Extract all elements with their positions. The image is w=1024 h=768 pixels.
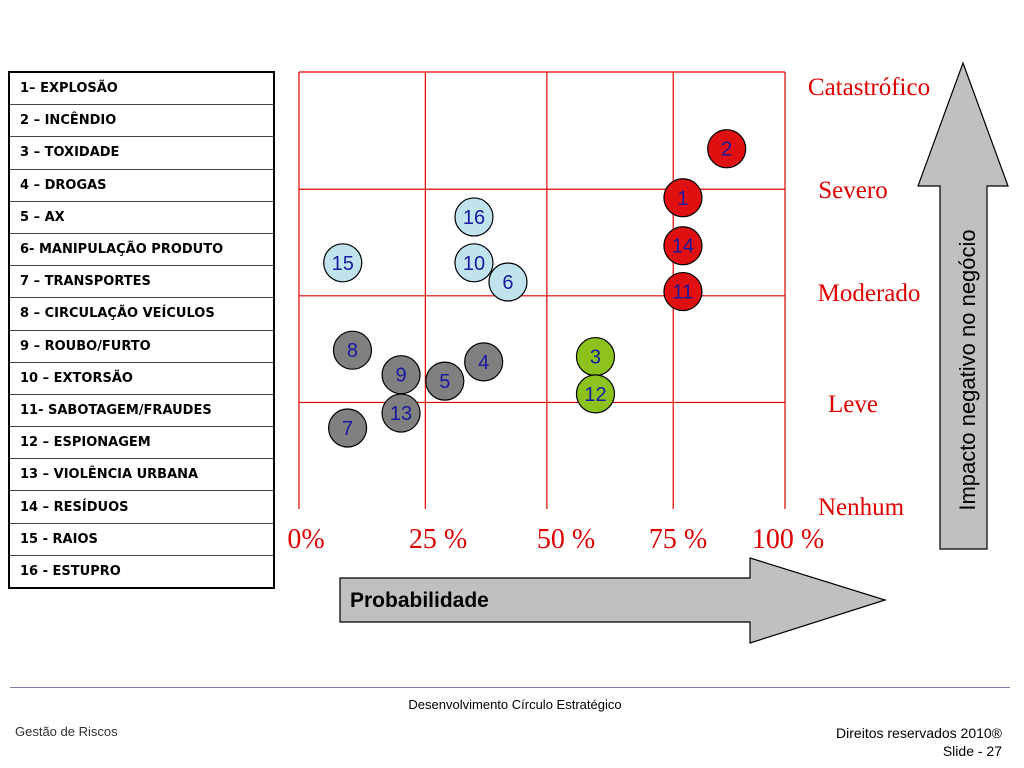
risk-point: 10 bbox=[454, 243, 494, 283]
risk-point-marker bbox=[454, 197, 494, 237]
legend-item: 7 – TRANSPORTES bbox=[8, 265, 275, 299]
legend-row: 7 – TRANSPORTES bbox=[8, 265, 275, 299]
x-axis-label: Probabilidade bbox=[350, 589, 489, 612]
risk-point: 15 bbox=[323, 243, 363, 283]
risk-point-marker bbox=[381, 393, 421, 433]
risk-point-label: 14 bbox=[672, 236, 694, 258]
risk-point-label: 4 bbox=[478, 352, 489, 374]
grid bbox=[298, 71, 786, 509]
impact-arrow bbox=[917, 61, 1009, 550]
footer-title: Desenvolvimento Círculo Estratégico bbox=[408, 697, 622, 712]
risk-point-label: 3 bbox=[590, 347, 601, 369]
probability-arrow bbox=[339, 557, 887, 644]
risk-point-label: 2 bbox=[721, 139, 732, 161]
footer-section-name: Gestão de Riscos bbox=[15, 724, 118, 739]
legend-item: 6- MANIPULAÇÃO PRODUTO bbox=[8, 232, 275, 267]
legend-row: 16 - ESTUPRO bbox=[8, 554, 275, 589]
legend-item: 2 – INCÊNDIO bbox=[8, 104, 275, 138]
risk-point: 5 bbox=[425, 361, 465, 401]
legend-row: 11- SABOTAGEM/FRAUDES bbox=[8, 393, 275, 428]
risk-point-marker bbox=[707, 129, 747, 169]
footer-divider bbox=[10, 687, 1010, 688]
legend-row: 2 – INCÊNDIO bbox=[8, 104, 275, 138]
legend-row: 3 – TOXIDADE bbox=[8, 136, 275, 170]
risk-point: 9 bbox=[381, 355, 421, 395]
risk-point-label: 9 bbox=[395, 365, 406, 387]
risk-point-marker bbox=[454, 243, 494, 283]
legend-item: 3 – TOXIDADE bbox=[8, 136, 275, 170]
impact-level-labels: Nenhum Leve Moderado Severo Catastrófico bbox=[808, 74, 930, 521]
risk-point: 12 bbox=[575, 374, 616, 414]
risk-point-label: 1 bbox=[677, 188, 688, 210]
legend-row: 13 – VIOLÊNCIA URBANA bbox=[8, 458, 275, 492]
y-axis-label: Impacto negativo no negócio bbox=[955, 229, 980, 511]
risk-point: 2 bbox=[707, 129, 747, 169]
risk-point-label: 6 bbox=[502, 272, 513, 294]
legend-row: 14 – RESÍDUOS bbox=[8, 490, 275, 524]
legend-row: 8 – CIRCULAÇÃO VEÍCULOS bbox=[8, 297, 275, 331]
legend-item: 13 – VIOLÊNCIA URBANA bbox=[8, 458, 275, 492]
risk-point-marker bbox=[663, 226, 703, 266]
legend-item: 14 – RESÍDUOS bbox=[8, 490, 275, 524]
legend-row: 15 - RAIOS bbox=[8, 522, 275, 556]
risk-point-label: 15 bbox=[332, 253, 354, 275]
legend-item: 11- SABOTAGEM/FRAUDES bbox=[8, 393, 275, 428]
risk-point-label: 13 bbox=[390, 403, 412, 425]
legend-item: 15 - RAIOS bbox=[8, 522, 275, 556]
risk-point: 7 bbox=[328, 408, 368, 448]
footer-slide-number: Slide - 27 bbox=[942, 743, 1002, 759]
risk-point: 11 bbox=[663, 271, 703, 312]
risk-point: 1 bbox=[663, 178, 703, 218]
risk-point-marker bbox=[464, 342, 504, 382]
risk-point-marker bbox=[328, 408, 368, 448]
risk-point: 14 bbox=[663, 226, 703, 266]
risk-point: 4 bbox=[464, 342, 504, 382]
risk-point-label: 11 bbox=[673, 282, 694, 304]
impact-level-label: Severo bbox=[818, 177, 887, 204]
risk-point: 3 bbox=[575, 336, 616, 377]
risk-points: 2 1 14 11 16 15 10 6 8 4 9 5 13 7 3 12 bbox=[323, 129, 747, 448]
footer-rights-block: Direitos reservados 2010® Slide - 27 bbox=[836, 724, 1002, 760]
risk-point-label: 12 bbox=[584, 384, 606, 406]
probability-tick-label: 50 % bbox=[537, 524, 595, 555]
probability-tick-label: 25 % bbox=[409, 524, 467, 555]
risk-point-label: 7 bbox=[342, 418, 353, 440]
legend-item: 8 – CIRCULAÇÃO VEÍCULOS bbox=[8, 297, 275, 331]
risk-point: 8 bbox=[332, 330, 373, 370]
risk-point-marker bbox=[663, 178, 703, 218]
risk-point-marker bbox=[488, 262, 528, 302]
risk-point: 6 bbox=[488, 262, 528, 302]
risk-point-label: 5 bbox=[439, 371, 450, 393]
probability-tick-label: 0% bbox=[287, 524, 324, 555]
legend-item: 16 - ESTUPRO bbox=[8, 554, 275, 589]
risk-point-marker bbox=[332, 330, 373, 370]
risk-point-marker bbox=[425, 361, 465, 401]
risk-point: 13 bbox=[381, 393, 421, 433]
risk-point-label: 8 bbox=[347, 340, 358, 362]
risk-point-label: 10 bbox=[463, 253, 485, 275]
probability-tick-labels: 0% 25 % 50 % 75 % 100 % bbox=[287, 524, 824, 555]
legend-row: 9 – ROUBO/FURTO bbox=[8, 329, 275, 363]
risk-point: 16 bbox=[454, 197, 494, 237]
impact-level-label: Moderado bbox=[818, 280, 921, 307]
legend-item: 9 – ROUBO/FURTO bbox=[8, 329, 275, 363]
legend-row: 6- MANIPULAÇÃO PRODUTO bbox=[8, 232, 275, 267]
impact-level-label: Nenhum bbox=[818, 494, 905, 521]
probability-tick-label: 100 % bbox=[752, 524, 824, 555]
impact-level-label: Catastrófico bbox=[808, 74, 930, 101]
risk-point-marker bbox=[323, 243, 363, 283]
probability-tick-label: 75 % bbox=[649, 524, 707, 555]
risk-point-label: 16 bbox=[463, 207, 485, 229]
risk-point-marker bbox=[663, 271, 703, 312]
footer-rights: Direitos reservados 2010® bbox=[836, 725, 1002, 741]
impact-level-label: Leve bbox=[828, 391, 878, 418]
risk-point-marker bbox=[575, 374, 616, 414]
